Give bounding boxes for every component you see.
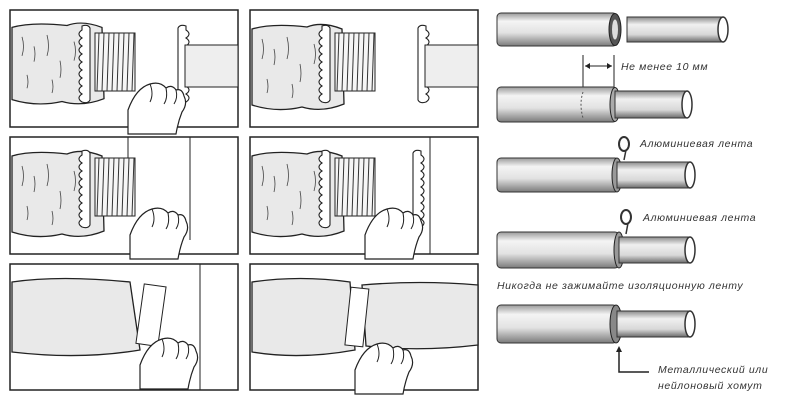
pipe-step-inserted — [496, 86, 693, 123]
pointer-arrow-icon — [618, 348, 649, 373]
pipe-step-separated — [496, 12, 729, 47]
step-3-panel — [9, 136, 239, 260]
warning-text: Никогда не зажимайте изоляционную ленту — [497, 280, 743, 292]
step-1-panel — [9, 9, 239, 135]
pipe-step-tape-2: Алюминиевая лента — [496, 209, 756, 269]
pipe-step-tape-1: Алюминиевая лента — [496, 136, 753, 193]
step-5-panel — [9, 263, 239, 391]
clamp-label-line2: нейлоновый хомут — [658, 380, 762, 392]
pipe-step-clamp: Металлический или нейлоновый хомут — [496, 304, 768, 392]
tape-roll-icon — [618, 136, 630, 152]
step-6-panel — [249, 263, 479, 395]
min-distance-label: Не менее 10 мм — [621, 61, 708, 73]
step-4-panel — [249, 136, 479, 260]
dimension-marker: Не менее 10 мм — [582, 55, 708, 90]
clamp-label-line1: Металлический или — [658, 364, 768, 376]
tape-roll-icon — [620, 209, 632, 225]
aluminum-tape-label: Алюминиевая лента — [639, 138, 753, 150]
step-2-panel — [249, 9, 479, 128]
aluminum-tape-label: Алюминиевая лента — [642, 212, 756, 224]
